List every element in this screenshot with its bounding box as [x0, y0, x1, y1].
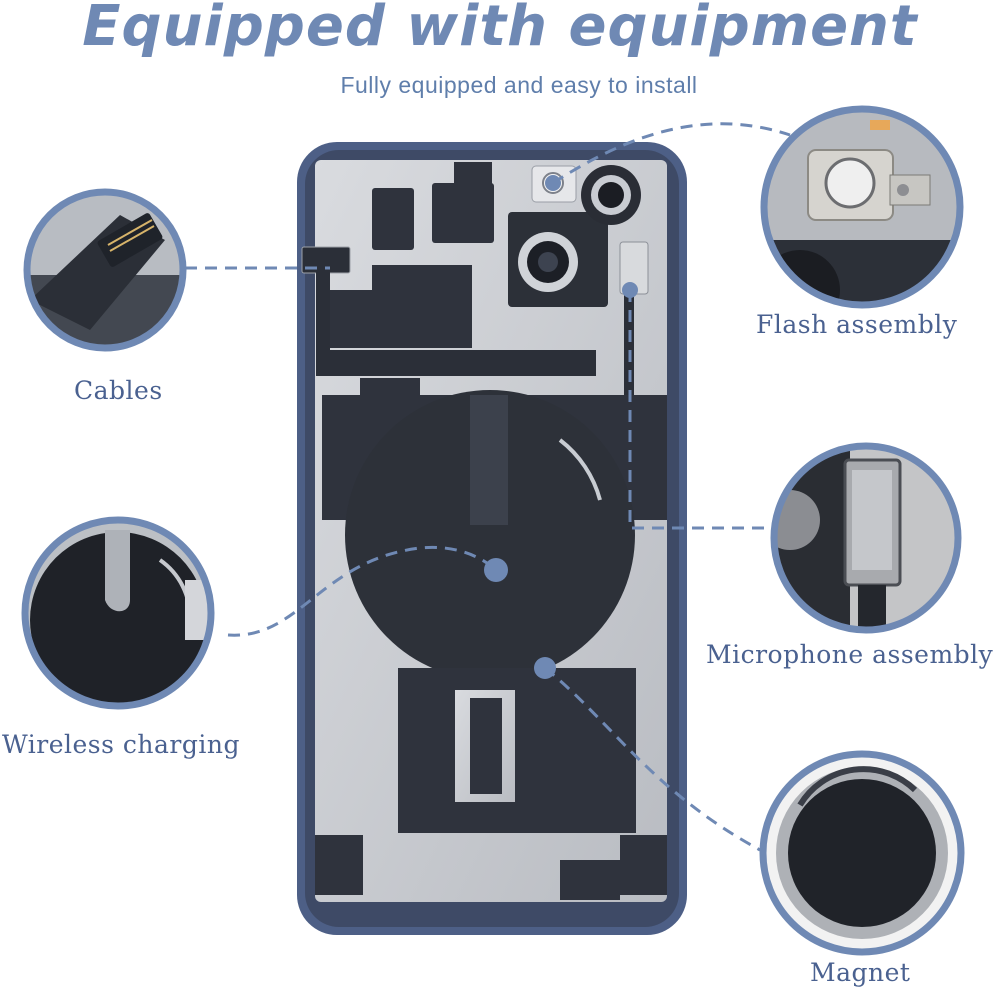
microphone-callout-image: [770, 442, 962, 634]
page-title: Equipped with equipment: [82, 0, 918, 59]
flash-assembly-label: Flash assembly: [756, 310, 958, 339]
microphone-assembly-label: Microphone assembly: [706, 640, 994, 669]
page-subtitle: Fully equipped and easy to install: [340, 72, 698, 98]
cables-callout-image: [23, 188, 187, 352]
connector-lines: [185, 122, 791, 852]
magnet-callout-image: [759, 750, 965, 956]
magnet-label: Magnet: [810, 958, 911, 987]
cables-label: Cables: [74, 376, 163, 405]
wireless-charging-coil: [345, 390, 635, 680]
magnet-connector: [544, 666, 761, 852]
phone-back-panel: [297, 142, 687, 935]
flash-callout-image: [760, 105, 964, 309]
wireless-connector: [227, 545, 498, 637]
flash-connector: [552, 122, 791, 185]
wireless-callout-image: [21, 516, 215, 710]
wireless-charging-label: Wireless charging: [2, 730, 240, 759]
